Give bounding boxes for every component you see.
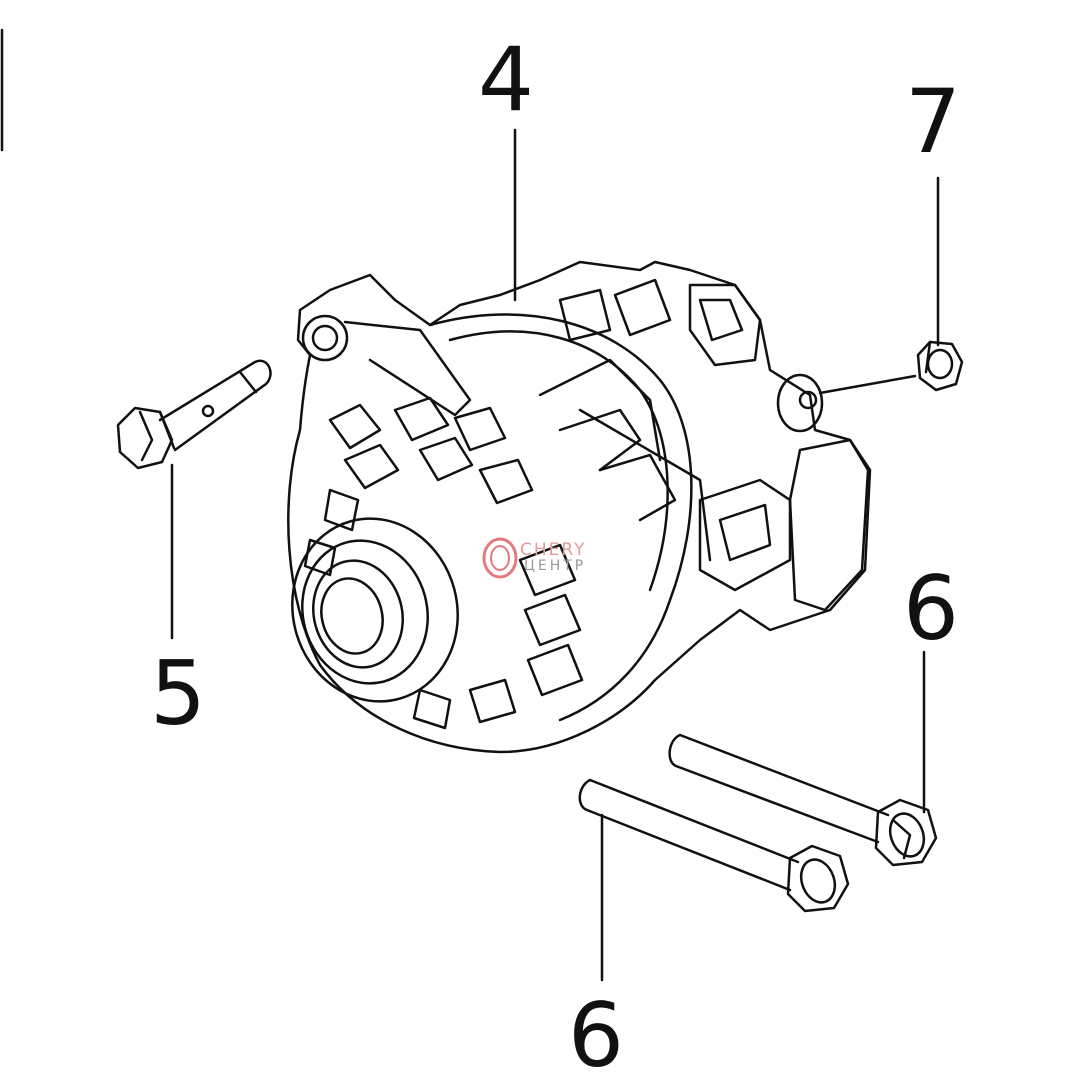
bolt-6-lower-icon xyxy=(578,778,850,913)
alternator-icon xyxy=(287,260,872,754)
callout-7: 7 xyxy=(905,70,961,173)
callout-5: 5 xyxy=(150,642,206,745)
watermark-text-top: CHERY xyxy=(520,540,587,560)
callout-6-lower: 6 xyxy=(568,984,624,1087)
leader-line-7-dot xyxy=(818,374,917,395)
callout-4: 4 xyxy=(478,28,534,131)
bolt-5-icon xyxy=(116,359,272,470)
callout-6-upper: 6 xyxy=(903,557,959,660)
watermark-logo-icon xyxy=(482,537,518,579)
watermark-text-bottom: ЦЕНТР xyxy=(524,558,587,574)
bolt-6-upper-icon xyxy=(668,733,938,867)
nut-7-icon xyxy=(916,340,964,392)
